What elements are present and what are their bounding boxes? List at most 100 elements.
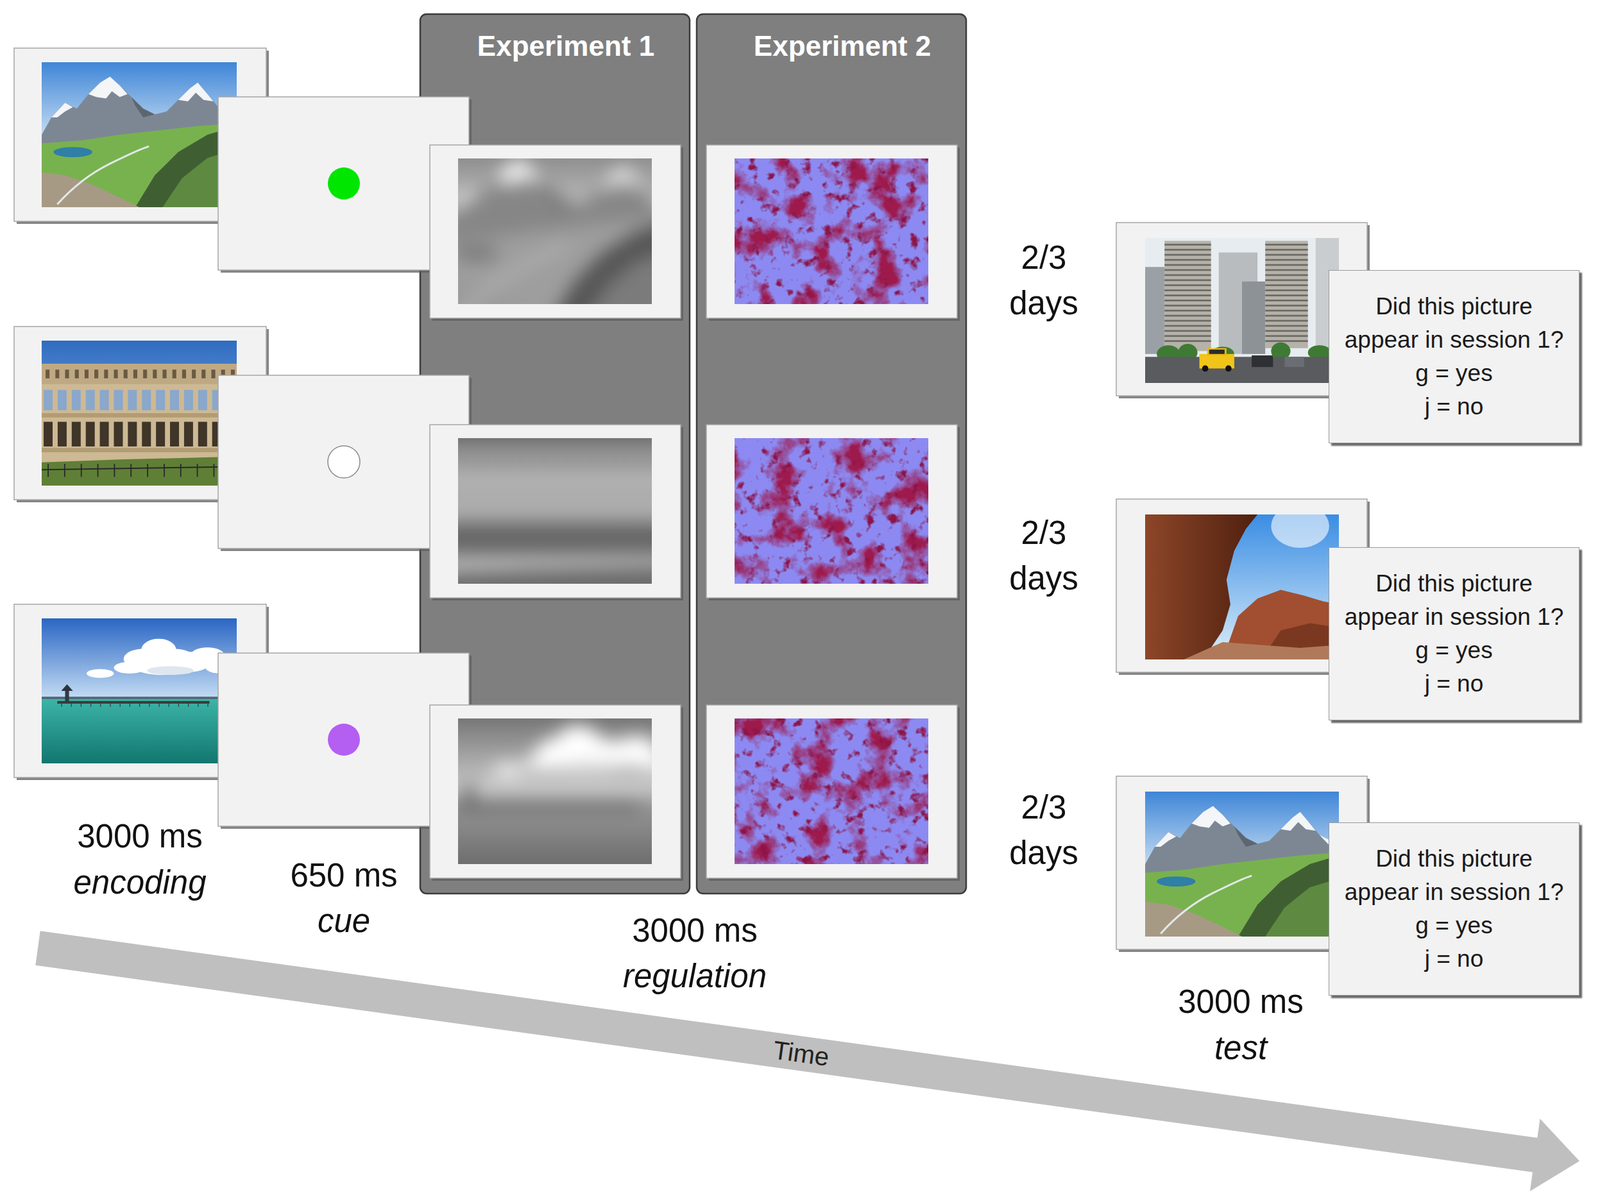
response-key: j = no [1424, 667, 1484, 701]
scene-photo [71, 390, 81, 411]
blurred-photo [508, 807, 510, 812]
scene-photo [53, 146, 93, 158]
blurred-photo [458, 279, 555, 305]
scene-photo [1164, 279, 1211, 281]
scene-photo [1145, 902, 1243, 937]
scene-photo [41, 123, 237, 208]
blurred-photo [550, 220, 652, 305]
scene-photo [1154, 832, 1176, 847]
scene-photo [1265, 274, 1308, 277]
noise-mask [734, 438, 929, 584]
question-box: Did this picture appear in session 1?g =… [1328, 547, 1580, 721]
blurred-photo [458, 158, 652, 305]
scene-photo [148, 703, 150, 707]
scene-photo [1265, 279, 1308, 281]
scene-photo [1164, 314, 1211, 317]
scene-photo [1145, 791, 1339, 937]
scene-photo [1238, 855, 1339, 937]
scene-photo [100, 703, 101, 707]
scene-photo [139, 703, 140, 707]
blurred-photo [458, 718, 652, 865]
node-heading: Experiment 1 [420, 29, 712, 64]
blurred-photo [582, 249, 652, 305]
scene-photo [127, 422, 137, 447]
scene-photo [158, 703, 160, 707]
blurred-photo [536, 455, 541, 467]
scene-photo [94, 369, 99, 379]
noise-mask [734, 158, 929, 305]
scene-photo [1251, 355, 1273, 367]
blurred-photo [589, 807, 591, 812]
scene-photo [88, 76, 128, 99]
scene-photo [41, 456, 237, 486]
scene-photo [1234, 826, 1258, 847]
blurred-photo [458, 448, 652, 475]
blurred-photo [524, 522, 536, 554]
blurred-photo [545, 183, 574, 210]
scene-photo [180, 463, 182, 477]
phase-label: test [1214, 1028, 1268, 1068]
regulation-card [429, 699, 684, 884]
regulation-card [706, 424, 960, 601]
blurred-photo [563, 760, 620, 772]
scene-photo [211, 369, 215, 379]
scene-photo [1164, 334, 1211, 337]
scene-photo [178, 703, 179, 707]
scene-photo [41, 340, 237, 486]
blurred-photo [636, 807, 638, 812]
scene-photo [57, 146, 149, 205]
regulation-card [706, 144, 958, 319]
blurred-photo [465, 575, 468, 584]
scene-photo [60, 684, 73, 691]
blurred-photo [458, 246, 500, 260]
scene-photo [41, 699, 237, 764]
regulation-card [429, 418, 684, 604]
scene-photo [41, 340, 237, 486]
scene-photo [207, 703, 208, 707]
blurred-photo [466, 455, 471, 467]
scene-photo [85, 422, 95, 447]
blurred-photo [647, 194, 652, 213]
blurred-photo [544, 575, 546, 584]
scene-photo [1164, 284, 1211, 287]
scene-photo [1265, 243, 1308, 246]
scene-photo [1164, 330, 1211, 333]
scene-photo [146, 666, 194, 676]
blurred-photo [491, 481, 503, 508]
scene-photo [51, 102, 73, 118]
scene-photo [141, 422, 151, 447]
scene-photo [1183, 642, 1339, 660]
blurred-photo [574, 522, 586, 554]
cue-dot [327, 723, 360, 756]
blurred-photo [461, 783, 477, 792]
scene-photo [1164, 274, 1211, 277]
blurred-photo [513, 455, 518, 467]
scene-photo [129, 703, 131, 707]
scene-photo [182, 369, 187, 379]
scene-photo [123, 369, 128, 379]
blurred-photo [608, 481, 620, 508]
node-heading: Experiment 2 [696, 29, 988, 64]
regulation-card [706, 144, 960, 321]
scene-photo [197, 703, 199, 707]
blurred-photo [466, 791, 471, 807]
blurred-photo [458, 802, 652, 865]
scene-photo [133, 369, 138, 379]
scene-photo [1265, 320, 1308, 323]
blurred-photo [458, 438, 652, 584]
phase-label: cue [317, 901, 371, 941]
response-key: g = yes [1415, 356, 1493, 391]
scene-photo [1191, 806, 1230, 829]
scene-photo [100, 390, 110, 411]
scene-photo [198, 422, 208, 447]
blurred-photo [478, 455, 484, 467]
blurred-photo [570, 455, 576, 467]
scene-photo [1145, 266, 1165, 355]
scene-photo [90, 703, 92, 707]
scene-photo [1164, 340, 1211, 342]
response-key: g = yes [1415, 909, 1493, 943]
blurred-photo [531, 807, 533, 812]
blurred-photo [583, 575, 586, 584]
blurred-photo [601, 807, 602, 812]
